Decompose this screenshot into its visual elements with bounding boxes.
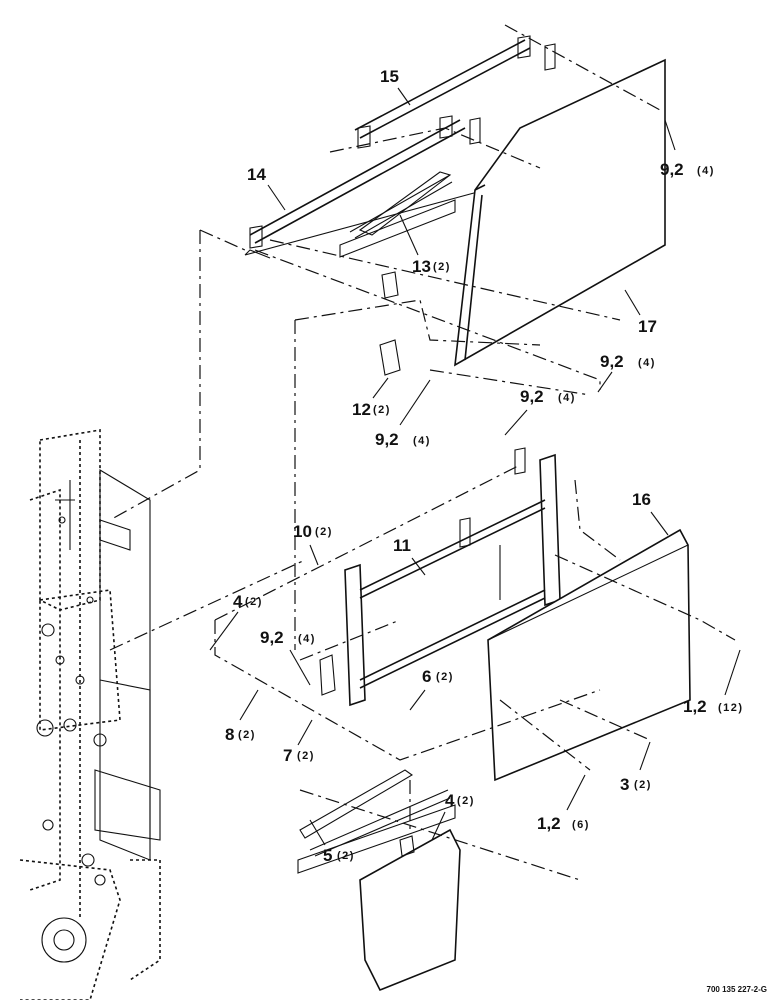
callout-14: 14 xyxy=(247,165,286,211)
svg-text:9,2: 9,2 xyxy=(600,352,624,371)
svg-text:5: 5 xyxy=(323,846,332,865)
svg-text:4: 4 xyxy=(233,592,243,611)
lower-shield-assembly xyxy=(109,447,736,992)
svg-text:9,2: 9,2 xyxy=(660,160,684,179)
svg-text:14: 14 xyxy=(247,165,266,184)
callout-3: 3 (2) xyxy=(620,741,652,794)
svg-text:(2): (2) xyxy=(634,779,652,791)
svg-text:(2): (2) xyxy=(436,671,454,683)
callout-10: 10 (2) xyxy=(293,522,333,566)
upper-shield-assembly xyxy=(109,24,666,650)
svg-text:4: 4 xyxy=(445,791,455,810)
svg-text:16: 16 xyxy=(632,490,651,509)
callout-1-2-right: 1,2 (12) xyxy=(683,649,744,716)
svg-text:(2): (2) xyxy=(373,404,391,416)
svg-text:(2): (2) xyxy=(337,850,355,862)
callout-12: 12 (2) xyxy=(352,377,391,419)
callout-9-2-mid: 9,2 (4) xyxy=(375,379,431,449)
callout-9-2-upper-mid: 9,2 (4) xyxy=(504,387,576,436)
svg-text:(2): (2) xyxy=(315,526,333,538)
svg-text:1,2: 1,2 xyxy=(683,697,707,716)
svg-text:8: 8 xyxy=(225,725,234,744)
callout-9-2-top-right: 9,2 (4) xyxy=(660,119,715,179)
svg-text:(4): (4) xyxy=(697,165,715,177)
svg-text:(4): (4) xyxy=(558,392,576,404)
svg-text:1,2: 1,2 xyxy=(537,814,561,833)
svg-text:(12): (12) xyxy=(718,702,744,714)
machine-frame xyxy=(19,429,161,1000)
callout-9-2-right: 9,2 (4) xyxy=(597,352,656,393)
callout-4-bottom: 4 (2) xyxy=(431,791,475,841)
callout-11: 11 xyxy=(393,536,426,576)
svg-text:9,2: 9,2 xyxy=(375,430,399,449)
drawing-number: 700 135 227-2-G xyxy=(707,985,768,994)
svg-text:(4): (4) xyxy=(298,633,316,645)
svg-text:17: 17 xyxy=(638,317,657,336)
svg-text:13: 13 xyxy=(412,257,431,276)
svg-text:15: 15 xyxy=(380,67,399,86)
callout-1-2-bottom: 1,2 (6) xyxy=(537,774,590,833)
callout-17: 17 xyxy=(624,289,657,336)
callout-4-left: 4 (2) xyxy=(209,592,263,651)
svg-text:10: 10 xyxy=(293,522,312,541)
callout-9-2-lower-left: 9,2 (4) xyxy=(260,628,316,686)
callout-15: 15 xyxy=(380,67,411,106)
svg-text:(2): (2) xyxy=(433,261,451,273)
callout-7: 7 (2) xyxy=(283,719,315,765)
svg-text:6: 6 xyxy=(422,667,431,686)
callout-13: 13 (2) xyxy=(399,214,451,276)
callout-16: 16 xyxy=(632,490,669,536)
svg-text:(4): (4) xyxy=(638,357,656,369)
svg-text:3: 3 xyxy=(620,775,629,794)
svg-text:11: 11 xyxy=(393,536,411,555)
callout-6: 6 (2) xyxy=(409,667,454,711)
svg-text:(2): (2) xyxy=(245,596,263,608)
svg-text:(2): (2) xyxy=(297,750,315,762)
svg-text:(6): (6) xyxy=(572,819,590,831)
svg-text:9,2: 9,2 xyxy=(520,387,544,406)
svg-text:7: 7 xyxy=(283,746,292,765)
svg-text:(4): (4) xyxy=(413,435,431,447)
svg-text:12: 12 xyxy=(352,400,371,419)
callout-5: 5 (2) xyxy=(309,819,355,865)
svg-text:(2): (2) xyxy=(238,729,256,741)
svg-text:(2): (2) xyxy=(457,795,475,807)
svg-text:9,2: 9,2 xyxy=(260,628,284,647)
callout-8: 8 (2) xyxy=(225,689,259,744)
